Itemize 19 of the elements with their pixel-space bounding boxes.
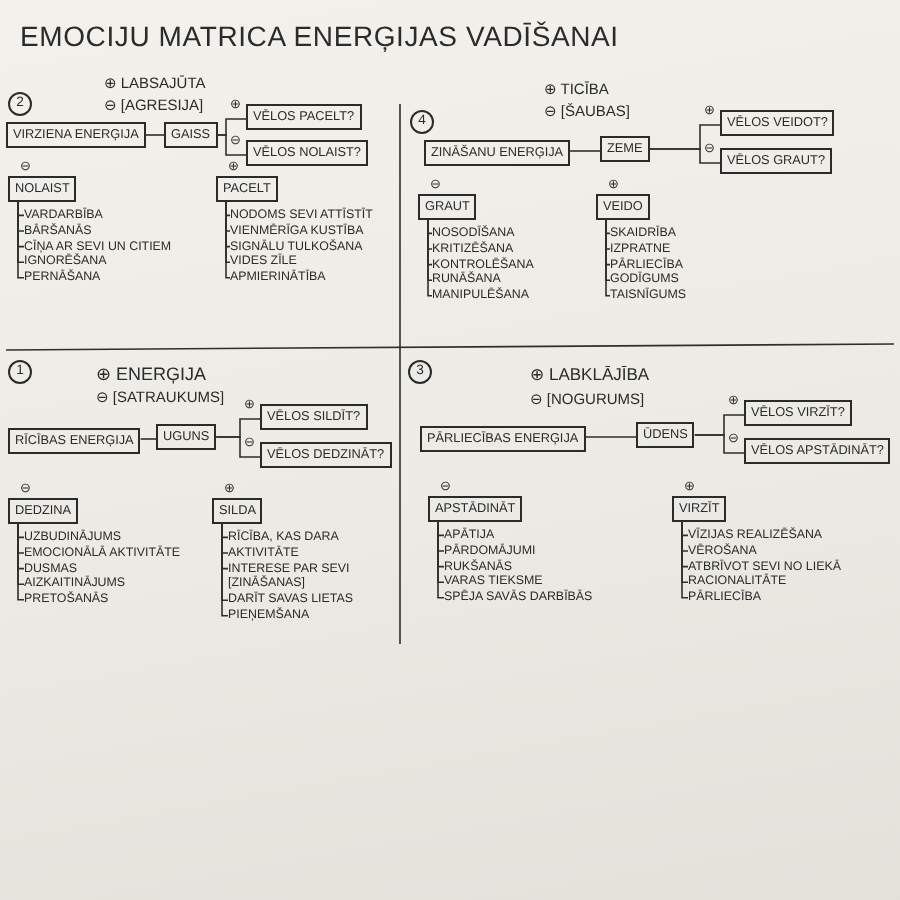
- connector-line: [648, 148, 721, 164]
- connector-line: [681, 521, 689, 599]
- heading-text: ⊕ LABKLĀJĪBA: [530, 366, 650, 386]
- connector-line: [215, 436, 261, 458]
- connector-line: [584, 436, 637, 438]
- connector-line: [139, 438, 157, 440]
- connector-line: [225, 201, 231, 279]
- connector-line: [221, 523, 229, 617]
- connector-line: [693, 434, 745, 454]
- title: EMOCIJU MATRICA ENERĢIJAS VADĪŠANAI: [20, 18, 619, 54]
- connector-line: [216, 134, 247, 156]
- connector-line: [144, 134, 165, 136]
- heading-text: ⊕ ENERĢIJA: [96, 364, 207, 385]
- connector-line: [427, 219, 433, 297]
- connector-line: [605, 219, 611, 297]
- connector-line: [17, 523, 25, 601]
- connector-line: [437, 521, 445, 599]
- connector-line: [17, 201, 25, 279]
- connector-line: [569, 150, 601, 152]
